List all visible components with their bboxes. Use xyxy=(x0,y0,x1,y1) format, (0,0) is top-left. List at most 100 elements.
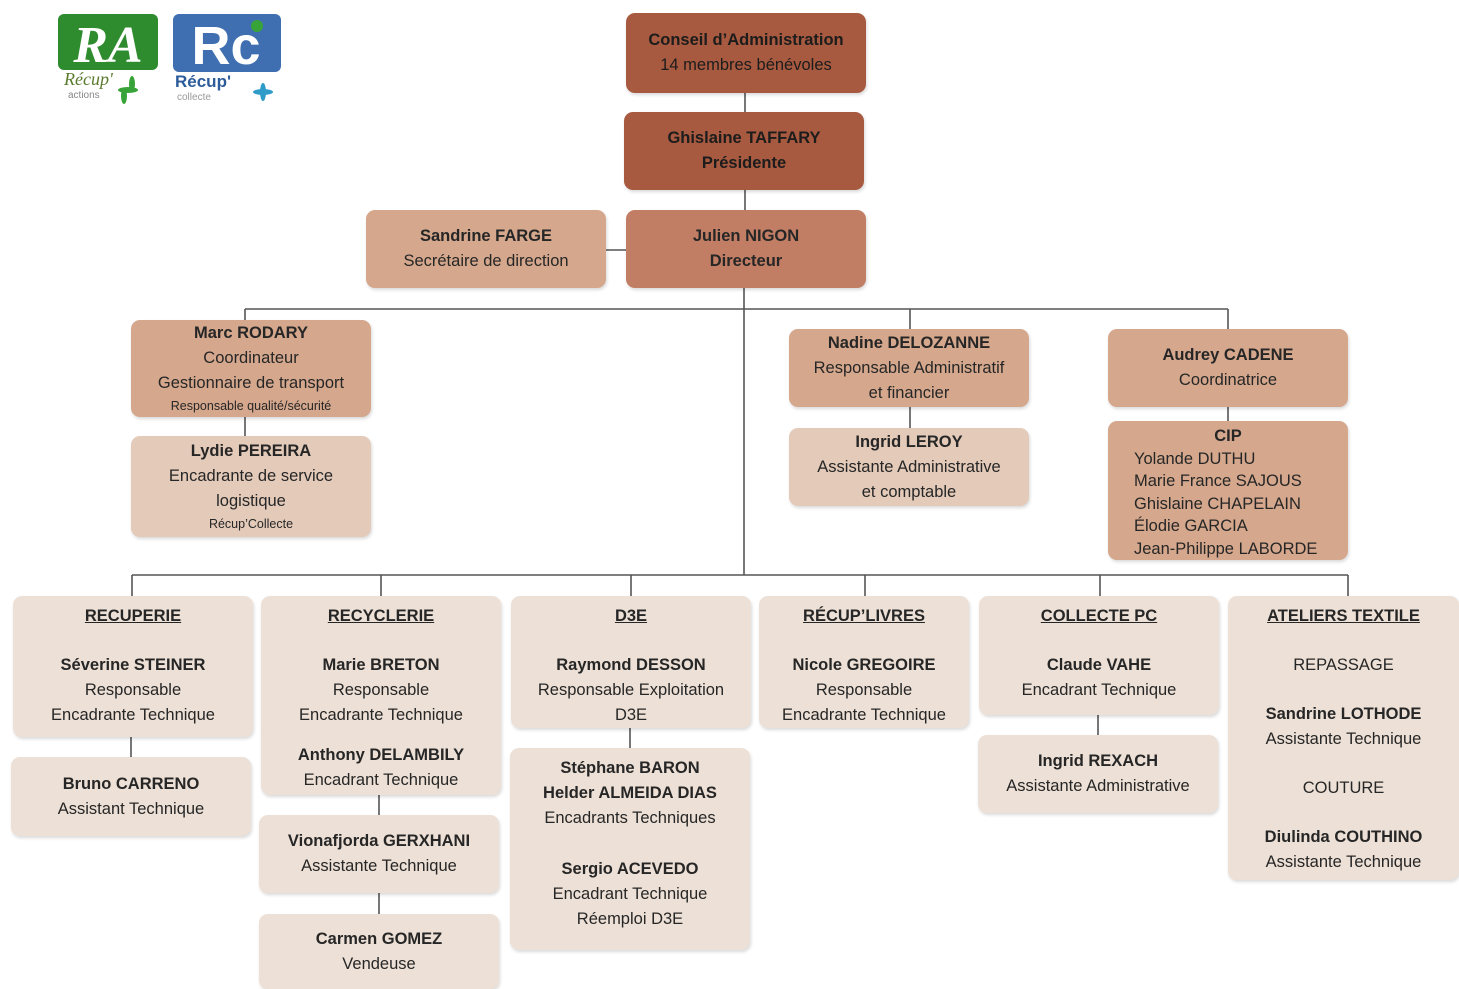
cip-member: Jean-Philippe LABORDE xyxy=(1134,539,1318,558)
gerxhani-name: Vionafjorda GERXHANI xyxy=(287,832,471,850)
delozanne-box: Nadine DELOZANNE Responsable Administrat… xyxy=(789,329,1029,407)
gomez-role: Vendeuse xyxy=(342,954,416,973)
cip-member: Marie France SAJOUS xyxy=(1134,472,1302,490)
svg-text:RA: RA xyxy=(72,17,142,74)
cadene-box: Audrey CADENE Coordinatrice xyxy=(1108,329,1348,407)
cadene-role: Coordinatrice xyxy=(1178,371,1278,389)
recuperie-title: RECUPERIE xyxy=(84,607,182,625)
baron-role1: Encadrants Techniques xyxy=(544,809,716,827)
svg-text:actions: actions xyxy=(68,90,100,101)
board-subtitle: 14 membres bénévoles xyxy=(660,56,832,74)
rexach-name: Ingrid REXACH xyxy=(1037,752,1159,770)
delozanne-role1: Responsable Administratif xyxy=(813,358,1005,377)
recuperie-role2: Encadrante Technique xyxy=(51,706,215,724)
svg-text:collecte: collecte xyxy=(177,92,211,103)
svg-text:Récup': Récup' xyxy=(175,72,231,91)
president-name: Ghislaine TAFFARY xyxy=(667,129,821,147)
cip-box: CIP Yolande DUTHU Marie France SAJOUS Gh… xyxy=(1108,421,1348,560)
textile-name1: Sandrine LOTHODE xyxy=(1265,705,1422,723)
recyclerie-box: RECYCLERIE Marie BRETON Responsable Enca… xyxy=(261,596,501,795)
livres-title: RÉCUP’LIVRES xyxy=(803,607,925,625)
rodary-role2: Gestionnaire de transport xyxy=(157,374,345,392)
collectepc-name: Claude VAHE xyxy=(1046,656,1152,674)
secretary-role: Secrétaire de direction xyxy=(403,252,569,270)
textile-sub2: COUTURE xyxy=(1302,779,1385,797)
director-role: Directeur xyxy=(709,252,783,270)
recuperie-box: RECUPERIE Séverine STEINER Responsable E… xyxy=(13,596,253,737)
collectepc-role: Encadrant Technique xyxy=(1021,681,1177,699)
pereira-name: Lydie PEREIRA xyxy=(190,442,312,460)
recyclerie-role1: Responsable xyxy=(332,681,430,699)
board-title: Conseil d’Administration xyxy=(648,31,844,49)
gerxhani-role: Assistante Technique xyxy=(301,857,457,875)
textile-sub1: REPASSAGE xyxy=(1293,656,1394,674)
baron-name1: Stéphane BARON xyxy=(560,759,700,777)
recyclerie-title: RECYCLERIE xyxy=(327,607,435,625)
baron-role3: Réemploi D3E xyxy=(576,910,684,928)
secretary-box: Sandrine FARGE Secrétaire de direction xyxy=(366,210,606,288)
livres-role1: Responsable xyxy=(815,681,913,699)
rodary-role1: Coordinateur xyxy=(203,349,299,367)
textile-box: ATELIERS TEXTILE REPASSAGE Sandrine LOTH… xyxy=(1228,596,1459,880)
pereira-role2: logistique xyxy=(216,492,286,510)
svg-text:Rc: Rc xyxy=(191,16,260,76)
rexach-role: Assistante Administrative xyxy=(1006,777,1190,795)
recup-collecte-logo-mark: Rc Récup' collecte xyxy=(173,14,281,103)
carreno-box: Bruno CARRENO Assistant Technique xyxy=(11,757,251,836)
recup-collecte-logo: Rc Récup' collecte xyxy=(171,12,283,104)
d3e-title: D3E xyxy=(614,607,648,625)
pereira-note: Récup’Collecte xyxy=(208,517,294,531)
gomez-name: Carmen GOMEZ xyxy=(315,929,443,948)
d3e-role2: D3E xyxy=(614,706,648,724)
svg-text:Récup': Récup' xyxy=(63,69,114,89)
cip-member: Yolande DUTHU xyxy=(1134,449,1256,468)
rexach-box: Ingrid REXACH Assistante Administrative xyxy=(978,735,1218,813)
d3e-role1: Responsable Exploitation xyxy=(537,681,725,699)
president-box: Ghislaine TAFFARY Présidente xyxy=(624,112,864,190)
recup-actions-logo: RA Récup' actions xyxy=(56,12,160,104)
livres-name: Nicole GREGOIRE xyxy=(792,656,936,674)
textile-role1: Assistante Technique xyxy=(1265,730,1422,748)
recyclerie-name: Marie BRETON xyxy=(322,656,440,674)
baron-box: Stéphane BARON Helder ALMEIDA DIAS Encad… xyxy=(510,748,750,950)
recup-actions-logo-mark: RA Récup' actions xyxy=(58,14,158,104)
recuperie-name: Séverine STEINER xyxy=(60,656,206,674)
leroy-name: Ingrid LEROY xyxy=(855,432,963,451)
board-box: Conseil d’Administration 14 membres béné… xyxy=(626,13,866,93)
collectepc-title: COLLECTE PC xyxy=(1040,607,1158,625)
carreno-name: Bruno CARRENO xyxy=(62,774,200,793)
gomez-box: Carmen GOMEZ Vendeuse xyxy=(259,914,499,989)
baron-role2: Encadrant Technique xyxy=(552,885,708,903)
president-role: Présidente xyxy=(701,154,787,172)
leroy-box: Ingrid LEROY Assistante Administrative e… xyxy=(789,428,1029,506)
leroy-role1: Assistante Administrative xyxy=(817,457,1001,476)
textile-role2: Assistante Technique xyxy=(1265,853,1422,871)
pereira-box: Lydie PEREIRA Encadrante de service logi… xyxy=(131,436,371,537)
director-box: Julien NIGON Directeur xyxy=(626,210,866,288)
delozanne-name: Nadine DELOZANNE xyxy=(827,333,991,352)
leroy-role2: et comptable xyxy=(861,482,957,501)
secretary-name: Sandrine FARGE xyxy=(419,227,553,245)
delozanne-role2: et financier xyxy=(868,383,950,402)
recyclerie-role3: Encadrant Technique xyxy=(303,771,459,789)
d3e-name: Raymond DESSON xyxy=(556,656,706,674)
gerxhani-box: Vionafjorda GERXHANI Assistante Techniqu… xyxy=(259,815,499,893)
baron-name2: Helder ALMEIDA DIAS xyxy=(543,784,717,802)
rodary-box: Marc RODARY Coordinateur Gestionnaire de… xyxy=(131,320,371,417)
d3e-box: D3E Raymond DESSON Responsable Exploitat… xyxy=(511,596,751,728)
cip-member: Élodie GARCIA xyxy=(1134,517,1248,535)
livres-role2: Encadrante Technique xyxy=(782,706,946,724)
cip-member: Ghislaine CHAPELAIN xyxy=(1134,494,1301,513)
textile-title: ATELIERS TEXTILE xyxy=(1267,607,1420,625)
collectepc-box: COLLECTE PC Claude VAHE Encadrant Techni… xyxy=(979,596,1219,715)
recuperie-role1: Responsable xyxy=(84,681,182,699)
recyclerie-name2: Anthony DELAMBILY xyxy=(297,746,465,764)
textile-name2: Diulinda COUTHINO xyxy=(1264,828,1423,846)
recyclerie-role2: Encadrante Technique xyxy=(299,706,463,724)
livres-box: RÉCUP’LIVRES Nicole GREGOIRE Responsable… xyxy=(759,596,969,728)
pereira-role1: Encadrante de service xyxy=(168,467,334,485)
carreno-role: Assistant Technique xyxy=(57,799,205,818)
director-name: Julien NIGON xyxy=(692,227,800,245)
rodary-name: Marc RODARY xyxy=(194,324,308,342)
